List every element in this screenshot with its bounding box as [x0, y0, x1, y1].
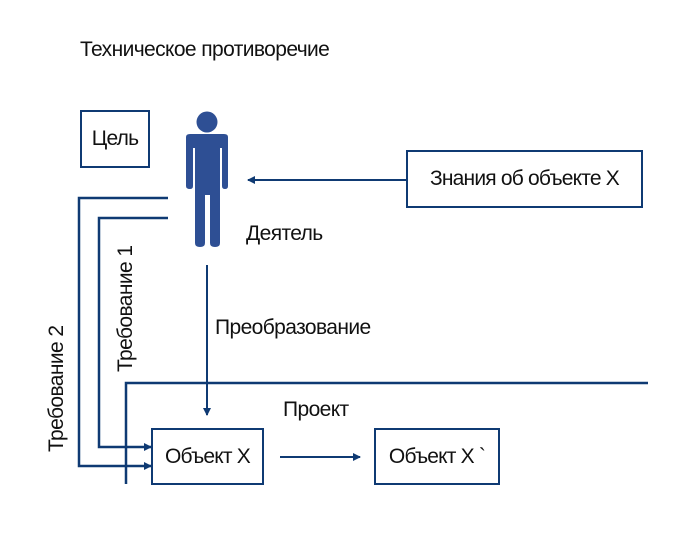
requirement-1-label: Требование 1	[114, 245, 137, 372]
knowledge-box: Знания об объекте X	[406, 150, 643, 208]
object-box: Объект X	[151, 428, 264, 485]
object-label: Объект X	[165, 444, 251, 468]
goal-label: Цель	[91, 127, 139, 150]
knowledge-label: Знания об объекте X	[430, 167, 620, 190]
actor-label: Деятель	[246, 222, 323, 245]
requirement-2-line	[77, 196, 168, 470]
project-label: Проект	[283, 398, 349, 421]
object-prime-box: Объект X `	[374, 428, 500, 485]
diagram-title: Техническое противоречие	[80, 38, 330, 61]
goal-box: Цель	[80, 110, 150, 168]
project-boundary	[124, 381, 648, 484]
object-prime-label: Объект X `	[388, 444, 486, 468]
person-icon	[186, 111, 228, 247]
requirement-2-label: Требование 2	[45, 325, 68, 452]
transformation-label: Преобразование	[215, 316, 371, 339]
